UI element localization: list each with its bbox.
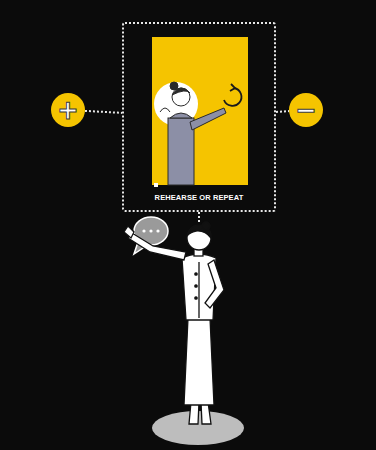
dotted-frame: REHEARSE OR REPEAT: [122, 22, 276, 212]
symbol-text: −: [295, 97, 317, 123]
plus-circle: +: [51, 93, 85, 127]
presenter-figure: [124, 222, 224, 424]
dotted-connector: [276, 110, 289, 113]
card-caption: REHEARSE OR REPEAT: [124, 193, 274, 202]
yellow-card: [152, 37, 248, 185]
minus-circle: −: [289, 93, 323, 127]
circular-arrow: [224, 84, 241, 106]
dotted-connector: [85, 111, 122, 113]
symbol-text: +: [57, 97, 79, 123]
small-mark: [154, 183, 158, 187]
card-person: [160, 82, 226, 185]
leader-line: [198, 212, 200, 224]
